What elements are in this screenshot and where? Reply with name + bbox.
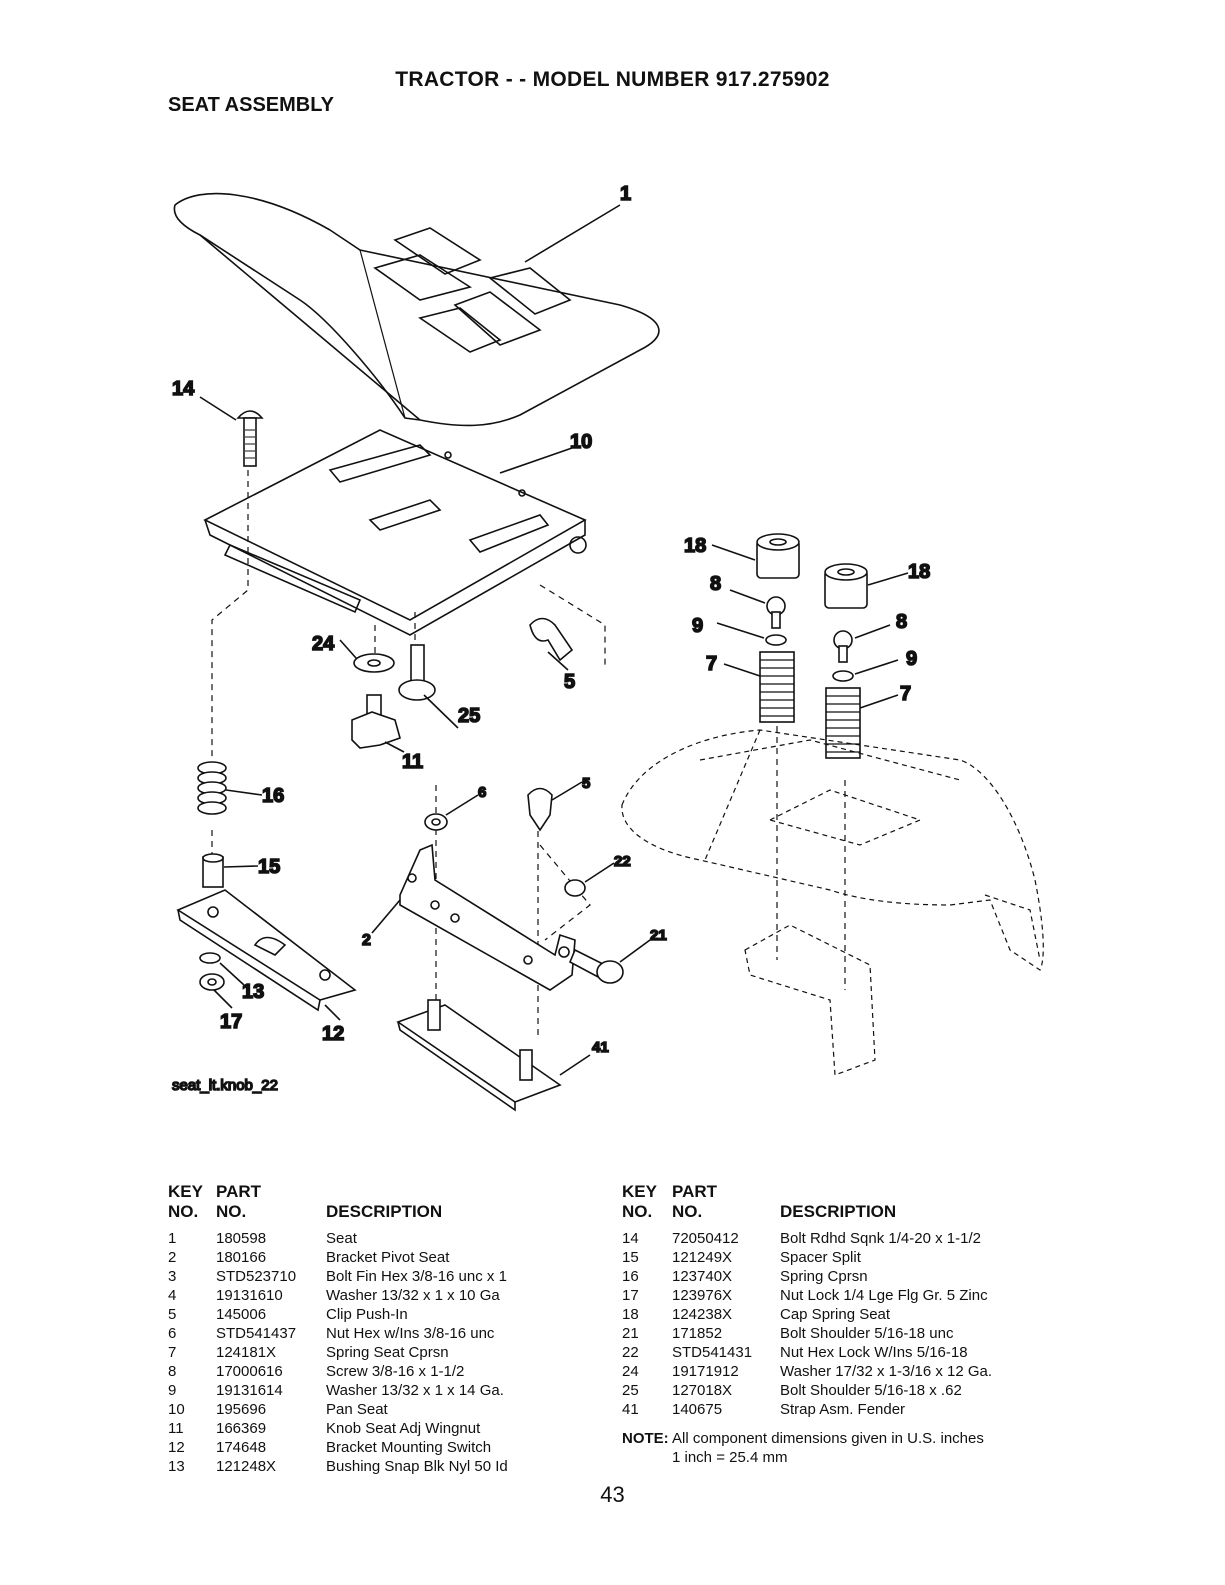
header-part: PART [672,1182,718,1201]
spacer-15-drawing [202,853,224,888]
callout-1: 1 [620,183,631,205]
screw-8-drawing [766,596,853,663]
callout-41: 41 [592,1039,609,1056]
callout-18-right: 18 [908,561,930,583]
callout-7-left: 7 [706,653,717,675]
header-description: DESCRIPTION [326,1202,443,1221]
page-number: 43 [600,1482,625,1507]
note: NOTE: All component dimensions given in … [622,1430,984,1447]
callout-11: 11 [402,751,423,773]
bolt-21-drawing [568,948,624,984]
callout-15: 15 [258,856,280,878]
page-title: TRACTOR - - MODEL NUMBER 917.275902 [395,68,830,91]
bolt-14-drawing [236,410,264,467]
callout-24: 24 [312,633,335,655]
callout-2: 2 [362,932,371,949]
header-key: KEY [622,1182,657,1201]
note-text: All component dimensions given in U.S. i… [672,1430,984,1447]
callout-9-left: 9 [692,615,703,637]
header-key-no: NO. [168,1202,199,1221]
exploded-parts-diagram: 1 14 10 18 8 9 7 18 8 9 7 24 25 5 11 16 … [171,182,1044,1112]
callout-8-left: 8 [710,573,721,595]
callout-21: 21 [650,927,667,944]
callout-10: 10 [570,431,592,453]
nut-22-drawing [564,879,586,897]
clip-5-upper-drawing [529,617,574,662]
nut-17-drawing [199,973,225,991]
note-label: NOTE: [622,1430,669,1447]
nut-6-drawing [424,813,448,831]
seat-pan-drawing [203,429,587,636]
header-key-no: NO. [622,1202,653,1221]
clip-5-lower-drawing [527,787,553,832]
bolt-25-drawing [398,644,436,701]
callout-25: 25 [458,705,480,727]
callout-17: 17 [220,1011,242,1033]
spring-16-drawing [197,761,227,815]
header-part: PART [216,1182,262,1201]
header-part-no: NO. [216,1202,247,1221]
callout-12: 12 [322,1023,344,1045]
note-conversion: 1 inch = 25.4 mm [672,1449,788,1466]
washer-24-drawing [353,653,395,673]
callout-5-lower: 5 [582,775,590,792]
header-description: DESCRIPTION [780,1202,897,1221]
table-header: KEY NO. PART NO. DESCRIPTION [168,1182,568,1222]
seat-drawing [173,192,660,427]
section-title: SEAT ASSEMBLY [168,94,334,116]
callout-9-right: 9 [906,648,917,670]
callout-22: 22 [614,853,631,870]
callout-18-left: 18 [684,535,706,557]
diagram-filename: seat_lt.knob_22 [172,1077,278,1094]
callout-7-right: 7 [900,683,911,705]
header-key: KEY [168,1182,203,1201]
callout-5-upper: 5 [564,671,575,693]
bushing-13-drawing [199,952,221,964]
strap-41-drawing [396,999,562,1112]
callout-16: 16 [262,785,284,807]
washer-9-drawing [765,634,854,682]
table-header: KEY NO. PART NO. DESCRIPTION [622,1182,1052,1222]
cap-spring-seat-drawing [756,533,868,609]
fender-drawing [621,729,1044,1076]
bracket-12-drawing [176,889,357,1012]
bracket-2-drawing [399,843,576,991]
knob-11-drawing [351,694,401,749]
callout-13: 13 [242,981,264,1003]
callout-8-right: 8 [896,611,907,633]
callout-6: 6 [478,784,486,801]
header-part-no: NO. [672,1202,703,1221]
spring-7-drawing [759,651,861,759]
leader-line [524,204,621,263]
callout-14: 14 [172,378,195,400]
